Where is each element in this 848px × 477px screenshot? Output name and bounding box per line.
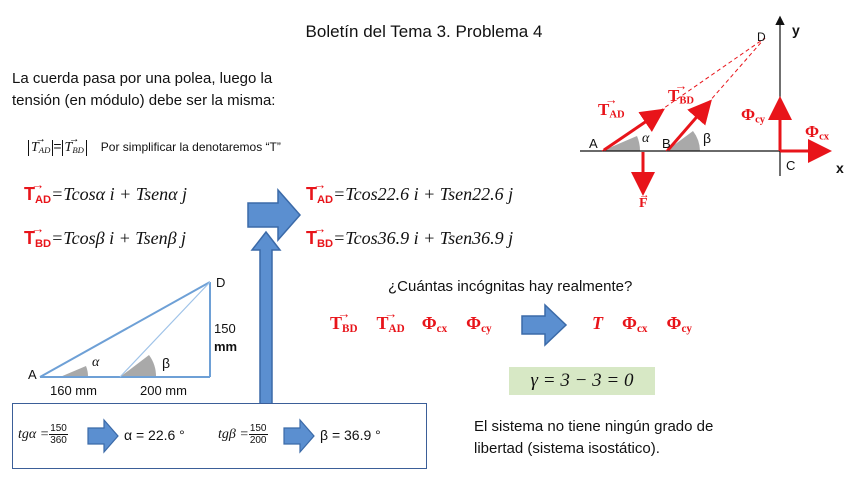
- fbd-phicy: Φcy: [741, 105, 766, 126]
- module-equation: TAD = TBD Por simplificar la denotaremos…: [28, 134, 281, 156]
- unknown-phicx: Φcx: [421, 313, 448, 335]
- unknown-tad: TAD: [377, 306, 405, 335]
- fbd-f: F: [639, 190, 648, 212]
- triangle-height: 150: [214, 321, 236, 336]
- fbd-label-y: y: [792, 22, 800, 38]
- unknown-phicy-2: Φcy: [666, 313, 692, 335]
- page-title: Boletín del Tema 3. Problema 4: [305, 22, 543, 41]
- triangle-base-1: 160 mm: [50, 383, 97, 398]
- fbd-label-x: x: [836, 160, 844, 176]
- eq-tbd-numeric: TBD=Tcos36.9 i + Tsen36.9 j: [306, 221, 513, 250]
- unknown-t: T: [592, 313, 603, 333]
- gamma-equation: γ = 3 − 3 = 0: [509, 367, 655, 395]
- triangle-alpha: α: [92, 355, 100, 370]
- fbd-beta: β: [703, 130, 712, 146]
- fbd-label-d: D: [757, 30, 766, 44]
- alpha-result: α = 22.6 °: [124, 427, 185, 443]
- tgb-arrow-icon: [283, 418, 315, 454]
- unknowns-left: TBD TAD Φcx Φcy: [330, 306, 492, 335]
- fbd-alpha: α: [642, 131, 650, 146]
- triangle-height-unit: mm: [214, 339, 238, 354]
- intro-line-1: La cuerda pasa por una polea, luego la: [12, 70, 273, 87]
- up-arrow-icon: [250, 230, 282, 413]
- unknown-phicy: Φcy: [466, 313, 492, 335]
- triangle-beta: β: [162, 355, 171, 371]
- module-lhs: TAD: [31, 134, 51, 156]
- unknowns-arrow-icon: [521, 303, 568, 347]
- module-eq-sign: =: [53, 138, 62, 154]
- unknown-tbd: TBD: [330, 306, 358, 335]
- tg-box: [12, 403, 427, 469]
- tga-arrow-icon: [87, 418, 119, 454]
- unknowns-right: T Φcx Φcy: [592, 313, 692, 335]
- fbd-label-c: C: [786, 158, 796, 173]
- eq-tbd-general: TBD=Tcosβ i + Tsenβ j: [24, 221, 186, 250]
- triangle-label-a: A: [28, 367, 37, 382]
- beta-result: β = 36.9 °: [320, 427, 381, 443]
- question: ¿Cuántas incógnitas hay realmente?: [388, 278, 633, 295]
- fbd-label-b: B: [662, 136, 671, 151]
- intro-line-2: tensión (en módulo) debe ser la misma:: [12, 92, 276, 109]
- conclusion-line-2: libertad (sistema isostático).: [474, 440, 660, 457]
- fbd-label-a: A: [589, 136, 598, 151]
- fbd-tad: TAD: [598, 93, 625, 121]
- fbd-tbd: TBD: [668, 79, 694, 107]
- module-note: Por simplificar la denotaremos “T”: [100, 140, 281, 154]
- module-rhs: TBD: [65, 134, 85, 156]
- fbd-phicx: Φcx: [805, 122, 830, 143]
- conclusion-line-1: El sistema no tiene ningún grado de: [474, 418, 714, 435]
- eq-tad-numeric: TAD=Tcos22.6 i + Tsen22.6 j: [306, 177, 513, 206]
- triangle-base-2: 200 mm: [140, 383, 187, 398]
- triangle-label-d: D: [216, 275, 226, 290]
- unknown-phicx-2: Φcx: [622, 313, 648, 335]
- eq-tad-general: TAD=Tcosα i + Tsenα j: [24, 177, 187, 206]
- right-arrow-icon: [247, 188, 301, 242]
